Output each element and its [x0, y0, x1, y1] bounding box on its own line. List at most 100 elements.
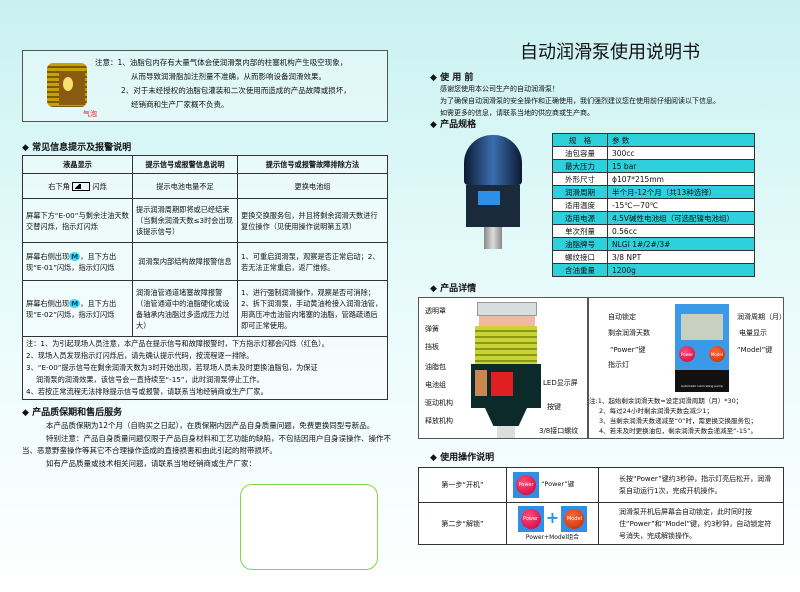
control-panel-image: Power Model Automatic lubricating pump [675, 304, 729, 392]
cell: 屏幕下方“E-00”与剩余注油天数交替闪烁，指示灯闪烁 [22, 198, 133, 243]
panel-label: 电量显示 [739, 329, 767, 337]
details-box: 透明罩 弹簧 挡板 油脂包 电池组 驱动机构 释放机构 LED显示屏 按键 3/… [418, 297, 786, 439]
table-row: 第一步“开机” Power “Power”键 长按“Power”键约3秒钟，指示… [418, 467, 784, 503]
cell: ，且下方出现“E-02”闪烁，指示灯闪烁 [26, 298, 117, 319]
line: 如需更多的信息，请联系当地的供应商或生产商。 [440, 109, 594, 117]
panel-label: 润滑周期（月） [737, 313, 786, 321]
cell: 最大压力 [552, 159, 608, 173]
cell: 右下角 [48, 181, 70, 191]
cell: 适用温度 [552, 198, 608, 212]
note: 3、“E-00”提示信号在剩余润滑天数为3时开始出现，若现场人员未及时更换油脂包… [26, 363, 318, 372]
notice-line: 经销商和生产厂家概不负责。 [131, 100, 229, 109]
cell: 润滑周期 [552, 185, 608, 199]
warranty-heading: ◆ 产品质保期和售后服务 [22, 408, 123, 418]
note: 2、每过24小时剩余润滑天数会减少1； [599, 407, 714, 415]
operation-heading-text: 使用操作说明 [440, 453, 495, 463]
details-heading: ◆ 产品详情 [430, 284, 477, 294]
panel-text: Automatic lubricating pump [681, 384, 723, 388]
cell: 更换电池组 [237, 173, 388, 199]
pump-image [462, 135, 524, 250]
cell: ϕ107*215mm [607, 172, 755, 186]
alarm-heading: ◆ 常见信息提示及报警说明 [22, 143, 132, 153]
note: 注:1、起始剩余润滑天数=设定润滑周期（月）*30； [589, 397, 743, 405]
key-label: “Power”键 [541, 480, 575, 488]
plus-icon: + [545, 507, 560, 527]
m-icon: M [69, 298, 81, 308]
note: 4、若按正常流程无法排除提示信号或报警，请联系当地经销商或生产厂家。 [26, 387, 268, 396]
alarm-table: 液晶显示提示信号或报警信息说明提示信号或报警故障排除方法 右下角 闪烁提示电池电… [22, 155, 388, 400]
part-label: 3/8接口螺纹 [539, 427, 579, 435]
model-button-image: Model [709, 346, 725, 362]
details-heading-text: 产品详情 [440, 284, 477, 294]
operation-heading: ◆ 使用操作说明 [430, 453, 495, 463]
before-use-heading-text: 使 用 前 [440, 73, 474, 83]
cell: 1、可重启润滑泵，观察是否正常启动；2、若无法正常重启，返厂维修。 [237, 242, 388, 281]
cell: 含油重量 [552, 263, 608, 277]
part-label: 释放机构 [425, 417, 453, 425]
contact-box [240, 484, 378, 570]
cell: 屏幕右侧出现 [26, 251, 70, 261]
pump-cutaway-image [471, 302, 541, 438]
part-label: 按键 [547, 403, 561, 411]
grease-pack-icon [47, 63, 87, 107]
page-title: 自动润滑泵使用说明书 [520, 42, 700, 63]
step-label: 第一步“开机” [418, 467, 507, 503]
table-row: 右下角 闪烁提示电池电量不足更换电池组 [22, 173, 388, 199]
cell: 1200g [607, 263, 755, 277]
step-desc: 长按“Power”键约3秒钟，指示灯亮后松开，润滑泵自动运行1次，完成开机操作。 [598, 467, 784, 503]
cell: 适用电源 [552, 211, 608, 225]
before-use-heading: ◆ 使 用 前 [430, 73, 474, 83]
cell: -15℃—70℃ [607, 198, 755, 212]
col-header: 液晶显示 [22, 155, 133, 174]
paragraph: 特别注意：产品自身质量问题仅限于产品自身材料和工艺功能的缺陷，不包括因用户自身误… [22, 433, 391, 456]
m-icon: M [69, 251, 81, 261]
spec-row: 适用温度-15℃—70℃ [552, 198, 755, 212]
part-label: 驱动机构 [425, 399, 453, 407]
notice-line: 2、对于未经授权的油脂包灌装和二次使用而造成的产品故障或损坏， [121, 86, 351, 95]
note: 2、现场人员发现指示灯闪烁后，请先确认提示代码，按流程逐一排除。 [26, 351, 254, 360]
cell: 单次剂量 [552, 224, 608, 238]
panel-label: 自动锁定 [608, 313, 636, 321]
cell: 半个月-12个月（共13种选择） [607, 185, 755, 199]
part-label: 油脂包 [425, 363, 446, 371]
specs-heading-text: 产品规格 [440, 120, 477, 130]
power-text: Power [516, 475, 536, 495]
part-label: LED显示屏 [543, 379, 578, 387]
col-header: 提示信号或报警信息说明 [132, 155, 238, 174]
cell: 4.5V碱性电池组（可选配镍电池组） [607, 211, 755, 225]
divider [587, 298, 589, 438]
note: 4、若未及时更换油包，剩余润滑天数会递减至“-15”。 [599, 427, 757, 435]
note: 注：1、为引起现场人员注意，本产品在提示信号和故障报警时，下方指示灯都会闪烁（红… [26, 339, 329, 348]
key-label: Power+Model组合 [525, 533, 580, 541]
notice-line: 从而导致润滑脂加注剂量不准确，从而影响设备润滑效果。 [131, 72, 326, 81]
paragraph: 本产品质保期为12个月（自购买之日起），在质保期内因产品自身质量问题，免费更换同… [46, 421, 375, 430]
part-label: 电池组 [425, 381, 446, 389]
before-use-text: 感谢您使用本公司生产的自动润滑泵！ 为了确保自动润滑泵的安全操作和正确使用，我们… [440, 83, 720, 119]
specs-heading: ◆ 产品规格 [430, 120, 477, 130]
panel-notes: 注:1、起始剩余润滑天数=设定润滑周期（月）*30； 2、每过24小时剩余润滑天… [589, 396, 757, 436]
cell: NLGI 1#/2#/3# [607, 237, 755, 251]
part-label: 挡板 [425, 343, 439, 351]
cell: 屏幕右侧出现 [26, 298, 70, 308]
notice-line: 注意：1、油脂包内存有大量气体会使润滑泵内部的柱塞机构产生吸空现象， [95, 58, 348, 67]
line: 为了确保自动润滑泵的安全操作和正确使用，我们强烈建议您在使用前仔细阅读以下信息。 [440, 97, 720, 105]
bubble-label: 气泡 [83, 110, 97, 118]
power-text: Power [520, 508, 541, 529]
cell: 外形尺寸 [552, 172, 608, 186]
battery-icon [72, 182, 91, 191]
panel-label: “Power”键 [610, 346, 646, 354]
panel-label: 指示灯 [608, 361, 629, 369]
cell: 螺纹接口 [552, 250, 608, 264]
part-label: 透明罩 [425, 307, 446, 315]
cell: 闪烁 [92, 181, 107, 191]
cell: ，且下方出现“E-01”闪烁，指示灯闪烁 [26, 251, 117, 272]
notes-row: 注：1、为引起现场人员注意，本产品在提示信号和故障报警时，下方指示灯都会闪烁（红… [22, 336, 388, 400]
cell: 规 格 [552, 133, 608, 147]
